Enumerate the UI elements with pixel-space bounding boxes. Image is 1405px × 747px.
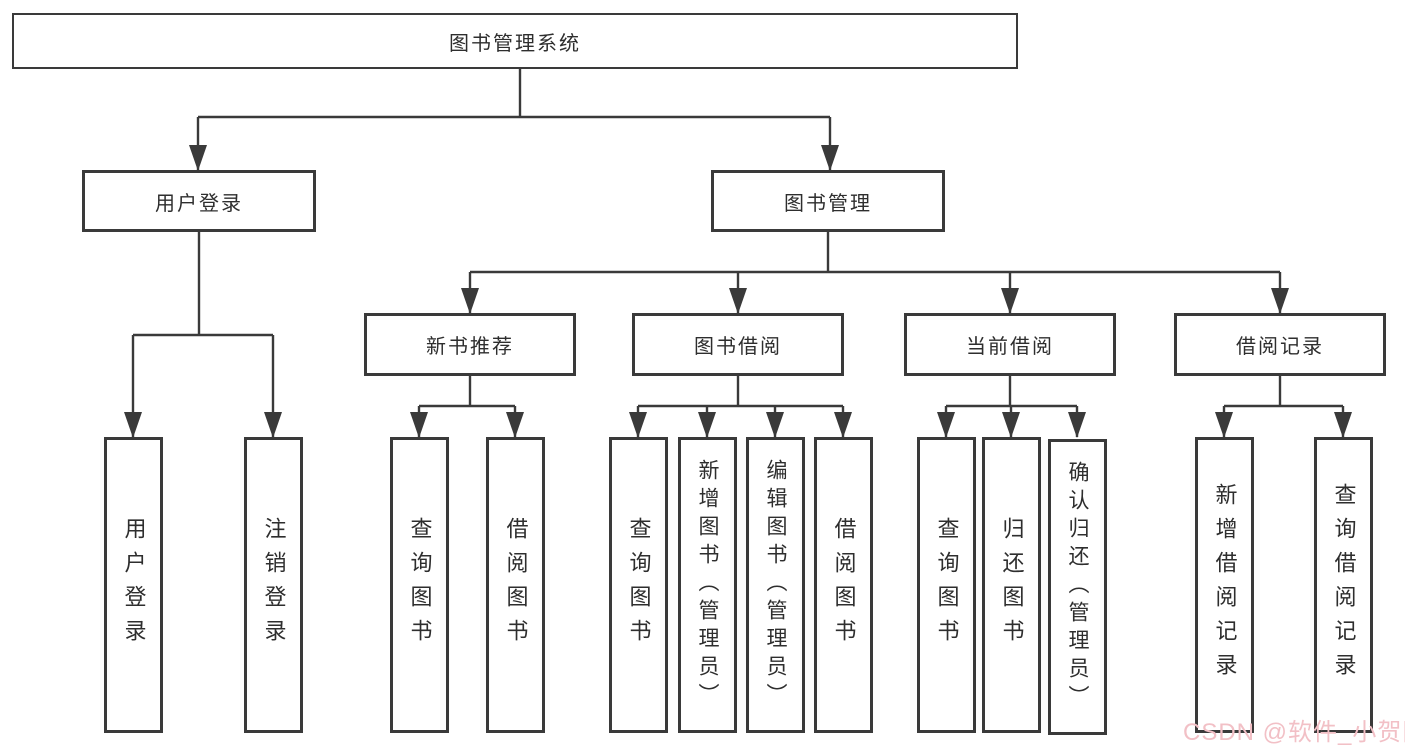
- leaf-user-login: 用户登录: [104, 437, 163, 733]
- leaf-add-borrow-record-label: 新增借阅记录: [1212, 483, 1238, 687]
- leaf-recommend-query-book: 查询图书: [390, 437, 449, 733]
- leaf-add-book-admin: 新增图书（管理员）: [678, 437, 737, 733]
- leaf-add-book-admin-label: 新增图书（管理员）: [696, 459, 719, 711]
- node-new-book-recommend-label: 新书推荐: [426, 336, 514, 358]
- node-root: 图书管理系统: [12, 13, 1018, 69]
- csdn-watermark: CSDN @软件_小贺同学: [1183, 719, 1405, 746]
- leaf-borrow-book: 借阅图书: [814, 437, 873, 733]
- node-book-borrow: 图书借阅: [632, 313, 844, 376]
- leaf-borrow-query-book-label: 查询图书: [626, 517, 652, 653]
- leaf-return-book: 归还图书: [982, 437, 1041, 733]
- node-book-borrow-label: 图书借阅: [694, 336, 782, 358]
- leaf-query-borrow-record: 查询借阅记录: [1314, 437, 1373, 733]
- node-new-book-recommend: 新书推荐: [364, 313, 576, 376]
- leaf-current-query-book-label: 查询图书: [934, 517, 960, 653]
- leaf-return-book-label: 归还图书: [999, 517, 1025, 653]
- leaf-borrow-query-book: 查询图书: [609, 437, 668, 733]
- node-user-login: 用户登录: [82, 170, 316, 232]
- leaf-query-borrow-record-label: 查询借阅记录: [1331, 483, 1357, 687]
- leaf-current-query-book: 查询图书: [917, 437, 976, 733]
- leaf-recommend-borrow-book: 借阅图书: [486, 437, 545, 733]
- node-current-borrow: 当前借阅: [904, 313, 1116, 376]
- node-book-management: 图书管理: [711, 170, 945, 232]
- leaf-borrow-book-label: 借阅图书: [831, 517, 857, 653]
- node-book-management-label: 图书管理: [784, 192, 872, 215]
- leaf-add-borrow-record: 新增借阅记录: [1195, 437, 1254, 733]
- leaf-user-login-label: 用户登录: [121, 517, 147, 653]
- leaf-confirm-return-admin: 确认归还（管理员）: [1048, 439, 1107, 735]
- leaf-recommend-query-book-label: 查询图书: [407, 517, 433, 653]
- leaf-recommend-borrow-book-label: 借阅图书: [503, 517, 529, 653]
- node-root-label: 图书管理系统: [449, 32, 581, 55]
- node-borrow-record: 借阅记录: [1174, 313, 1386, 376]
- leaf-edit-book-admin-label: 编辑图书（管理员）: [764, 459, 787, 711]
- leaf-logout: 注销登录: [244, 437, 303, 733]
- leaf-confirm-return-admin-label: 确认归还（管理员）: [1066, 461, 1089, 713]
- node-borrow-record-label: 借阅记录: [1236, 336, 1324, 358]
- leaf-logout-label: 注销登录: [261, 517, 287, 653]
- node-current-borrow-label: 当前借阅: [966, 336, 1054, 358]
- leaf-edit-book-admin: 编辑图书（管理员）: [746, 437, 805, 733]
- node-user-login-label: 用户登录: [155, 192, 243, 215]
